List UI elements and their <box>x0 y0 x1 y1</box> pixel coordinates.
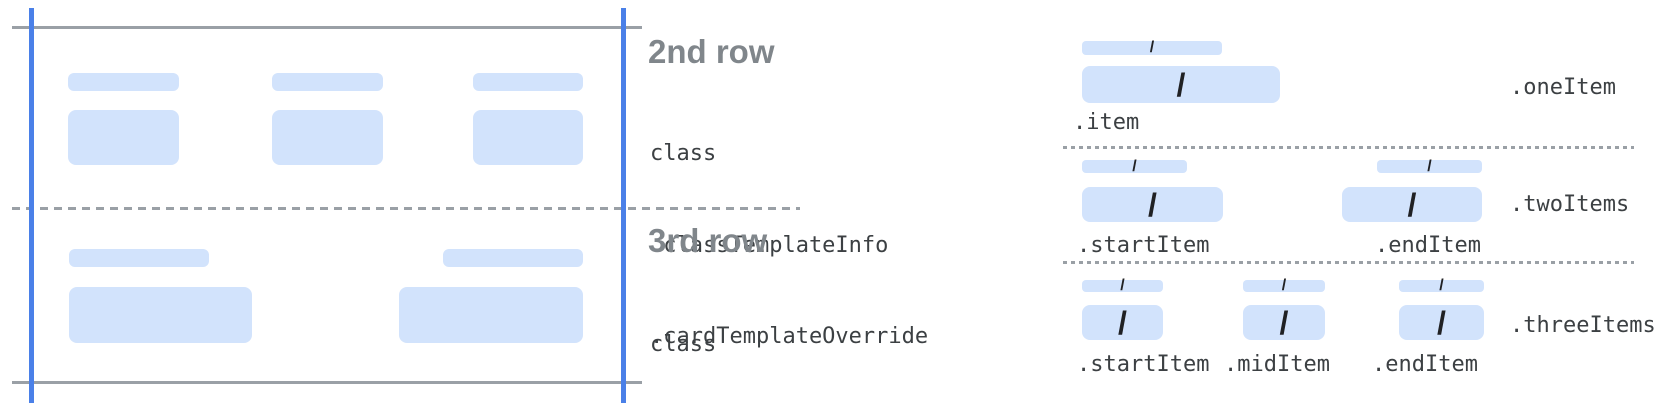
slash-separator: / <box>1132 157 1137 175</box>
value-placeholder-bar: / <box>1243 305 1325 340</box>
label-placeholder-bar <box>69 249 209 267</box>
row3-heading: 3rd row <box>648 222 768 259</box>
card-right-edge-guide-line <box>621 8 626 403</box>
label-placeholder-bar: / <box>1082 277 1163 294</box>
label-placeholder-bar <box>68 73 179 91</box>
variant-separator-dotted-line <box>1063 146 1634 149</box>
slash-separator: / <box>1148 186 1157 223</box>
slash-separator: / <box>1120 277 1125 294</box>
slash-separator: / <box>1149 39 1155 56</box>
row2-heading: 2nd row <box>648 33 775 70</box>
label-placeholder-bar <box>272 73 383 91</box>
card-top-border-line <box>12 26 642 29</box>
code-line: class <box>650 332 717 357</box>
value-placeholder-bar: / <box>1082 187 1223 222</box>
card-left-edge-guide-line <box>29 8 34 403</box>
slash-separator: / <box>1279 304 1289 341</box>
variant-name-label: .oneItem <box>1510 75 1616 100</box>
slash-separator: / <box>1437 304 1446 341</box>
slash-separator: / <box>1118 304 1127 341</box>
code-line: .cardTemplateOverride <box>650 324 929 349</box>
label-placeholder-bar: / <box>1082 39 1222 56</box>
label-placeholder-bar <box>473 73 583 91</box>
slash-separator: / <box>1176 66 1186 103</box>
value-placeholder-bar: / <box>1082 305 1163 340</box>
slash-separator: / <box>1407 186 1417 223</box>
code-line: .classTemplateInfo <box>650 232 889 258</box>
value-placeholder-bar <box>399 287 583 343</box>
value-placeholder-bar <box>68 110 179 165</box>
value-placeholder-bar <box>69 287 252 343</box>
code-line: class <box>650 141 717 166</box>
card-row-divider-dashed-line <box>12 207 800 210</box>
slash-separator: / <box>1439 277 1444 294</box>
value-placeholder-bar: / <box>1399 305 1484 340</box>
item-field-label: .endItem <box>1372 352 1478 377</box>
label-placeholder-bar: / <box>1243 277 1325 294</box>
value-placeholder-bar <box>473 110 583 165</box>
row3-class-path: class .classTemplateInfo .cardTemplateOv… <box>650 269 968 412</box>
item-field-label: .startItem <box>1077 233 1210 258</box>
item-field-label: .midItem <box>1224 352 1330 377</box>
slash-separator: / <box>1281 277 1287 294</box>
card-bottom-border-line <box>12 381 642 384</box>
slash-separator: / <box>1427 157 1432 175</box>
value-placeholder-bar: / <box>1342 187 1482 222</box>
value-placeholder-bar <box>272 110 383 165</box>
row2-class-path: class .classTemplateInfo .cardTemplateOv… <box>650 78 968 412</box>
label-placeholder-bar: / <box>1082 157 1187 175</box>
variant-name-label: .twoItems <box>1510 192 1630 217</box>
item-field-label: .item <box>1073 110 1140 135</box>
label-placeholder-bar: / <box>1377 157 1482 175</box>
variant-separator-dotted-line <box>1063 261 1634 264</box>
label-placeholder-bar: / <box>1399 277 1484 294</box>
item-field-label: .endItem <box>1375 233 1481 258</box>
value-placeholder-bar: / <box>1082 66 1280 103</box>
item-field-label: .startItem <box>1077 352 1210 377</box>
label-placeholder-bar <box>443 249 583 267</box>
variant-name-label: .threeItems <box>1510 313 1656 338</box>
